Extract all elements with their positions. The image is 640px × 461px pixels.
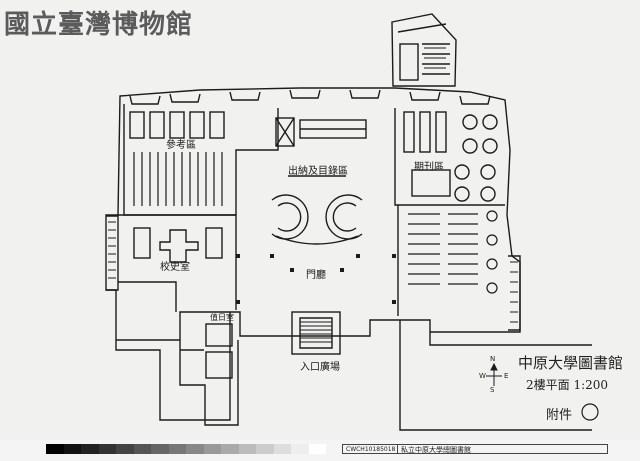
room-label-foyer: 門廳 <box>306 270 326 281</box>
grayscale-calibration-bar <box>46 444 326 454</box>
watermark-seal: 國立臺灣博物館 <box>4 10 194 40</box>
room-label-reference: 參考區 <box>166 140 196 151</box>
footer-institution: 私立中原大學總圖書館 <box>398 444 608 454</box>
compass-n: N <box>490 355 496 363</box>
library-name-label: 中原大學圖書館 <box>518 354 624 372</box>
compass-w: W <box>479 372 486 380</box>
compass-e: E <box>504 372 509 380</box>
room-label-history: 校史室 <box>160 262 190 273</box>
compass-s: S <box>490 386 495 394</box>
footer-code: CWCH10185018 <box>342 444 398 454</box>
room-label-circulation: 出納及目錄區 <box>288 166 348 177</box>
floor-scale-label: 2樓平面 1:200 <box>526 378 609 392</box>
room-label-periodicals: 期刊區 <box>414 162 444 173</box>
room-label-entrance-plaza: 入口廣場 <box>300 362 340 373</box>
attachment-label: 附件 <box>546 408 573 423</box>
room-label-duty-room: 值日室 <box>210 313 234 322</box>
